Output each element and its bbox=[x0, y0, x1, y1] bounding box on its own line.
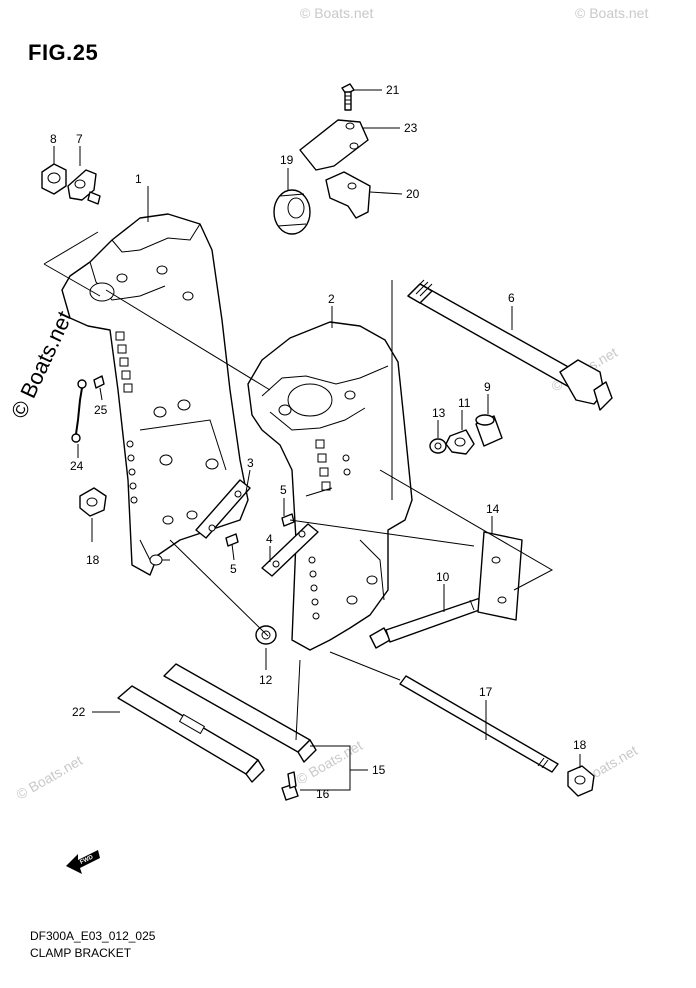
drawing-name: CLAMP BRACKET bbox=[30, 946, 132, 960]
callout-18a: 18 bbox=[86, 553, 100, 567]
grommet-part-19 bbox=[273, 189, 311, 235]
watermark: © Boats.net bbox=[575, 5, 648, 21]
callout-12: 12 bbox=[259, 673, 273, 687]
callout-9: 9 bbox=[484, 380, 491, 394]
callout-10: 10 bbox=[436, 570, 450, 584]
callout-17: 17 bbox=[479, 685, 493, 699]
callout-3: 3 bbox=[247, 456, 254, 470]
callout-13: 13 bbox=[432, 406, 446, 420]
callout-14: 14 bbox=[486, 502, 500, 516]
screw-part-25 bbox=[93, 375, 105, 389]
callout-19: 19 bbox=[280, 153, 294, 167]
clamp-bracket-right-part-2 bbox=[247, 321, 413, 651]
callout-5b: 5 bbox=[230, 562, 237, 576]
callout-11: 11 bbox=[458, 396, 471, 410]
block-part-15 bbox=[163, 663, 317, 763]
washer-part-12 bbox=[255, 625, 277, 645]
callout-22: 22 bbox=[72, 705, 86, 719]
bolt-part-10 bbox=[369, 593, 497, 649]
callout-24: 24 bbox=[70, 459, 84, 473]
callout-16: 16 bbox=[316, 787, 330, 801]
shaft-part-17 bbox=[399, 675, 559, 773]
bolt-part-21 bbox=[341, 83, 355, 111]
callout-labels: 1 2 3 4 5 5 6 7 8 9 10 11 12 13 14 15 16… bbox=[50, 83, 587, 801]
watermark: © Boats.net bbox=[14, 752, 86, 803]
leader-lines bbox=[43, 89, 581, 791]
tilt-tube-part-6 bbox=[407, 279, 613, 411]
callout-2: 2 bbox=[328, 292, 335, 306]
nut-part-11 bbox=[445, 429, 475, 455]
figure-title: FIG.25 bbox=[28, 40, 99, 65]
callout-8: 8 bbox=[50, 132, 57, 146]
callout-4: 4 bbox=[266, 532, 273, 546]
watermark: © Boats.net bbox=[300, 5, 373, 21]
nut-part-18-upper bbox=[79, 487, 107, 517]
callout-15: 15 bbox=[372, 763, 386, 777]
callout-1: 1 bbox=[135, 172, 142, 186]
screw-part-5-upper bbox=[281, 513, 295, 527]
ground-wire-part-24 bbox=[71, 379, 87, 443]
bracket-part-23 bbox=[299, 119, 369, 171]
screw-part-5-lower bbox=[225, 533, 239, 547]
clamp-bracket-left-part-1 bbox=[61, 213, 249, 576]
fwd-arrow-icon: FWD bbox=[66, 850, 100, 874]
washer-part-13 bbox=[429, 438, 447, 454]
bushing-part-9 bbox=[475, 414, 503, 447]
callout-21: 21 bbox=[386, 83, 400, 97]
plate-part-14 bbox=[477, 531, 523, 621]
fwd-label: FWD bbox=[79, 854, 95, 865]
strip-part-3 bbox=[195, 479, 251, 539]
strip-part-4 bbox=[261, 523, 319, 577]
callout-23: 23 bbox=[404, 121, 418, 135]
callout-7: 7 bbox=[76, 132, 83, 146]
callout-6: 6 bbox=[508, 291, 515, 305]
nut-part-8 bbox=[41, 163, 67, 195]
block-part-22 bbox=[117, 685, 265, 783]
drawing-code: DF300A_E03_012_025 bbox=[30, 929, 156, 943]
callout-5a: 5 bbox=[280, 483, 287, 497]
screw-part-16 bbox=[281, 771, 299, 801]
clip-part-20 bbox=[325, 171, 371, 219]
callout-20: 20 bbox=[406, 187, 420, 201]
nut-part-18-lower bbox=[567, 765, 595, 797]
callout-18b: 18 bbox=[573, 738, 587, 752]
plate-part-7 bbox=[67, 169, 101, 205]
watermark: © Boats.net bbox=[6, 307, 77, 422]
callout-25: 25 bbox=[94, 403, 108, 417]
